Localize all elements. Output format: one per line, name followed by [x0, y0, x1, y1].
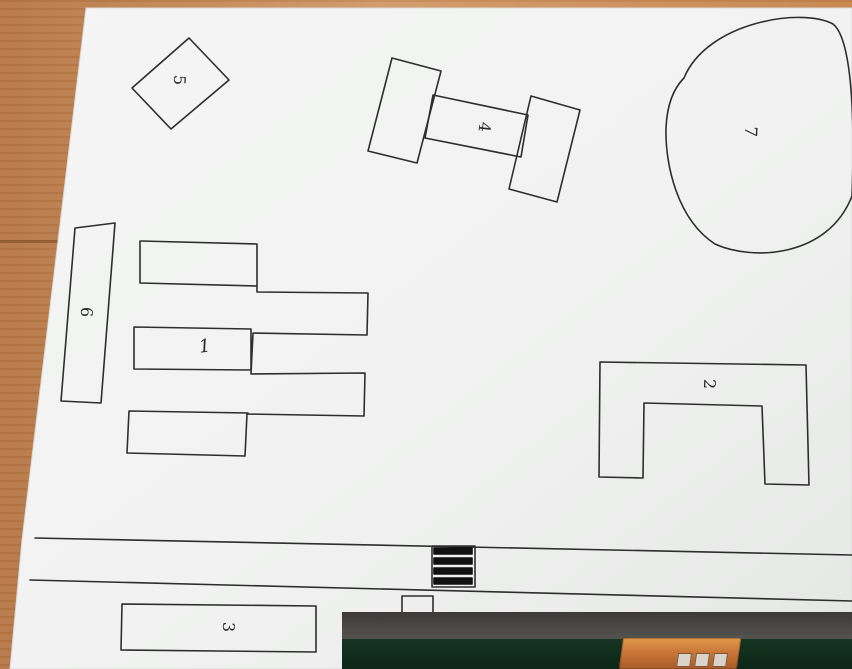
shape-number-1: 1 [198, 337, 212, 356]
shape-number-6: 6 [78, 307, 94, 318]
crosswalk-stripe-1 [434, 548, 472, 554]
crosswalk-stripe-3 [434, 568, 472, 574]
building-window [694, 653, 710, 667]
inset-building [619, 638, 741, 669]
crosswalk-stripe-2 [434, 558, 472, 564]
shape-number-5: 5 [171, 75, 187, 86]
crosswalk-stripe-4 [434, 578, 472, 584]
shape-number-2: 2 [701, 379, 717, 390]
shape-number-3: 3 [220, 622, 236, 633]
shape-number-4: 4 [476, 121, 493, 133]
building-window [676, 653, 692, 667]
shape-number-7: 7 [741, 126, 759, 138]
inset-preview [342, 612, 852, 669]
inset-ground [342, 639, 852, 669]
building-window [712, 653, 728, 667]
